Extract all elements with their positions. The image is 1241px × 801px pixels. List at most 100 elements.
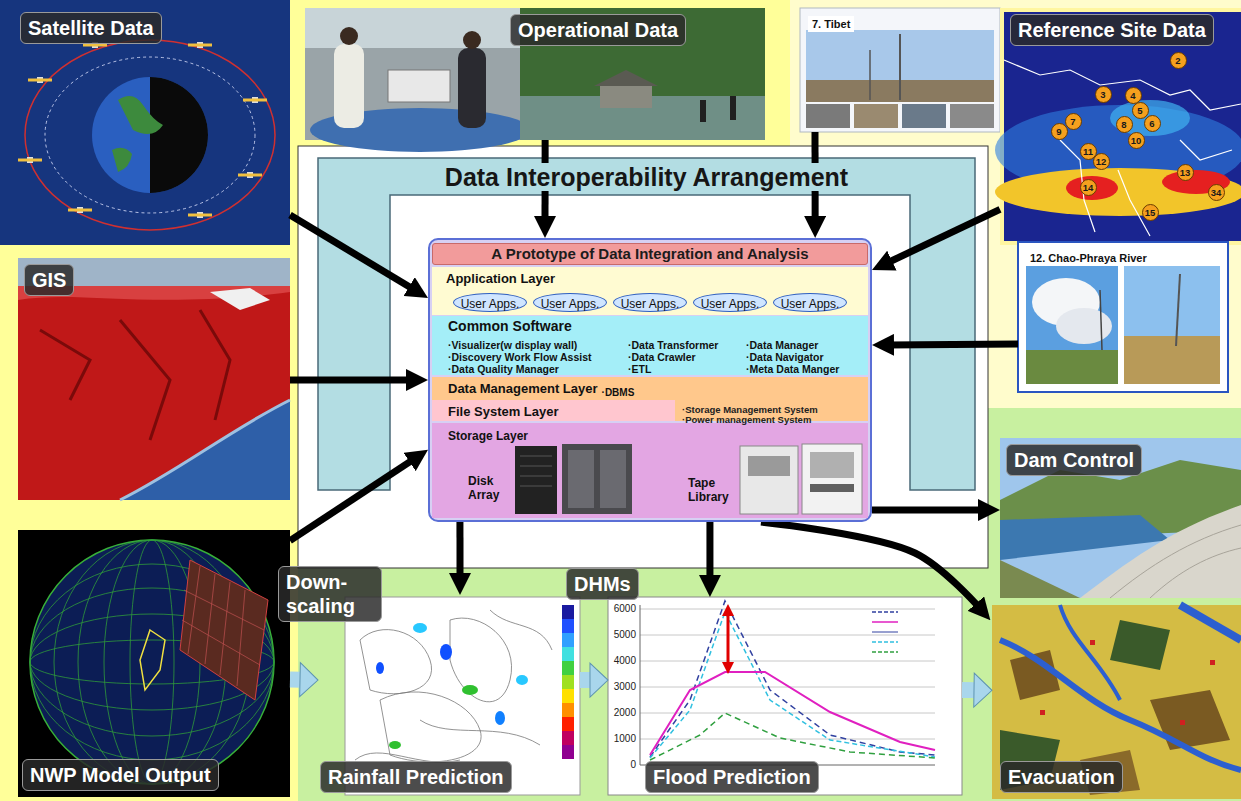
disk-array-picture <box>562 444 632 514</box>
callout-number: 5 <box>1132 102 1149 119</box>
rainfall-chart <box>450 618 512 702</box>
text-holder: Down-scaling <box>278 566 382 622</box>
nwp-illustration <box>30 540 274 784</box>
layer-title: Data Management Layer <box>448 381 598 397</box>
satellite-illustration <box>25 40 275 230</box>
text-holder: Common Software <box>448 317 572 335</box>
evacuation-map <box>1210 660 1215 665</box>
text-holder: 3 <box>1095 86 1112 103</box>
text-holder: Dam Control <box>1006 444 1142 476</box>
text-holder: Reference Site Data <box>1010 14 1214 46</box>
axis-tick: 4000 <box>600 655 636 667</box>
panel-title: Dam Control <box>1006 444 1142 476</box>
satellite-illustration <box>18 159 42 162</box>
text-holder: ·Data Transformer <box>628 335 718 353</box>
nwp-illustration <box>18 530 290 797</box>
disk-array-picture <box>515 446 557 514</box>
rainfall-chart <box>562 647 574 661</box>
flood-chart <box>608 597 962 795</box>
connector-group <box>290 132 1018 690</box>
rainfall-chart <box>516 675 528 685</box>
axis-tick: 5000 <box>600 629 636 641</box>
part-caption: Disk Array <box>468 474 512 502</box>
operational-photo <box>388 70 450 102</box>
flood-chart <box>640 713 935 714</box>
panel-title: Evacuation <box>1000 761 1123 793</box>
rainfall-chart <box>562 605 574 619</box>
text-holder: 0 <box>600 759 636 771</box>
process-arrow <box>290 672 302 688</box>
reference-map <box>995 8 1241 245</box>
callout-number: 34 <box>1208 184 1225 201</box>
evacuation-map <box>1060 605 1120 700</box>
text-holder: Rainfall Prediction <box>320 761 512 793</box>
chao-phraya-photo <box>1100 290 1102 350</box>
page-ground <box>298 408 1241 801</box>
text-holder: NWP Model Output <box>22 759 219 791</box>
reference-map <box>1118 170 1150 236</box>
layer-title: Common Software <box>448 318 572 335</box>
satellite-illustration <box>188 214 212 217</box>
text-holder: 2 <box>1170 52 1187 69</box>
flood-chart <box>872 632 898 633</box>
evacuation-map <box>992 605 1241 799</box>
connector-label: Down-scaling <box>278 566 382 622</box>
text-holder: GIS <box>24 264 74 296</box>
panel-title: Rainfall Prediction <box>320 761 512 793</box>
tibet-photo <box>869 50 871 100</box>
chao-phraya-photo <box>1056 308 1112 344</box>
tibet-photo <box>950 104 994 128</box>
text-holder: Storage Layer <box>448 426 528 444</box>
flood-chart <box>650 713 935 760</box>
system-item: ·Storage Management System <box>682 405 818 415</box>
flow-arrow <box>290 459 415 541</box>
layer-band: File System Layer <box>432 400 675 421</box>
chao-phraya-photo <box>1026 266 1118 384</box>
chao-phraya-photo <box>1176 274 1180 346</box>
text-holder: ·Visualizer(w display wall) <box>448 335 577 353</box>
text-holder: Disk Array <box>468 474 512 502</box>
tape-library-picture <box>802 444 862 514</box>
callout-number: 2 <box>1170 52 1187 69</box>
software-item: ·Data Navigator <box>746 351 824 363</box>
site-caption: 12. Chao-Phraya River <box>1026 250 1151 266</box>
rainfall-chart <box>562 619 574 633</box>
layer-note: ·DBMS <box>602 387 635 399</box>
callout-number: 9 <box>1051 123 1068 140</box>
flood-chart <box>722 604 734 616</box>
axis-tick: 0 <box>600 759 636 771</box>
disk-array-picture <box>568 450 594 508</box>
photo-panel: Dam Control <box>1000 438 1241 598</box>
rainfall-chart <box>562 661 574 675</box>
text-holder: 12 <box>1093 153 1110 170</box>
text-holder: User Apps. <box>454 294 526 313</box>
axis-tick: 3000 <box>600 681 636 693</box>
text-holder: File System Layer <box>448 402 559 420</box>
nwp-illustration <box>182 566 264 686</box>
satellite-illustration <box>112 148 132 172</box>
text-holder: 4000 <box>600 655 636 667</box>
text-holder: ·Data Manager <box>746 335 818 353</box>
operational-photo <box>305 8 765 152</box>
axis-tick: 6000 <box>600 603 636 615</box>
chao-phraya-photo <box>1018 242 1228 392</box>
satellite-illustration <box>188 44 212 47</box>
software-item: ·Data Quality Manager <box>448 363 559 375</box>
rainfall-chart <box>389 741 401 749</box>
flow-arrow <box>872 507 984 514</box>
text-holder: Flood Prediction <box>645 761 819 793</box>
app-oval: User Apps. <box>453 293 527 312</box>
disk-array-picture <box>520 486 552 487</box>
satellite-illustration <box>92 77 208 193</box>
tibet-photo <box>800 8 1000 132</box>
gis-illustration <box>18 258 290 500</box>
image-panel: Satellite Data <box>0 0 290 245</box>
tape-library-picture <box>740 444 862 514</box>
chao-phraya-photo <box>1124 336 1220 384</box>
flood-chart <box>872 641 898 643</box>
dam-photo <box>1000 560 1080 598</box>
chart-panel: Flood Prediction <box>608 597 962 799</box>
text-holder: Application Layer <box>446 269 555 287</box>
operational-photo <box>458 48 486 128</box>
